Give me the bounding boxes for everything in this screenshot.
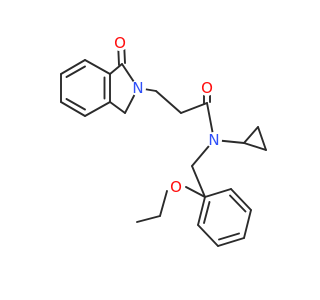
aromatic-inner-bond — [203, 201, 211, 224]
bond — [155, 90, 182, 114]
aromatic-inner-bond — [65, 98, 86, 111]
bond — [84, 101, 111, 117]
bond — [60, 101, 86, 117]
bond — [204, 188, 232, 198]
bond — [84, 59, 111, 75]
aromatic-inner-bond — [229, 194, 247, 213]
oxygen-atom-label: O — [201, 79, 213, 97]
bond — [197, 196, 206, 226]
bond — [243, 209, 252, 239]
bond — [136, 215, 161, 223]
bond-layer — [60, 41, 267, 247]
oxygen-atom-label: O — [170, 178, 182, 196]
bond — [159, 190, 168, 217]
bond — [109, 101, 126, 114]
bond — [180, 102, 208, 114]
bond — [243, 142, 267, 151]
bond — [185, 186, 206, 198]
atom-label-layer: O N O N O — [112, 34, 222, 196]
bond — [197, 224, 219, 247]
nitrogen-atom-label: N — [132, 79, 143, 97]
aromatic-inner-bond — [218, 232, 240, 241]
bond — [217, 237, 245, 247]
bond — [243, 126, 259, 144]
bond — [257, 126, 267, 151]
aromatic-inner-bond — [65, 65, 86, 78]
bond — [109, 63, 123, 75]
bond — [230, 188, 252, 211]
bond — [191, 165, 206, 198]
nitrogen-atom-label: N — [208, 131, 219, 149]
oxygen-atom-label: O — [114, 34, 126, 52]
bond — [60, 59, 86, 75]
molecule-structure-diagram: O N O N O — [60, 34, 267, 247]
